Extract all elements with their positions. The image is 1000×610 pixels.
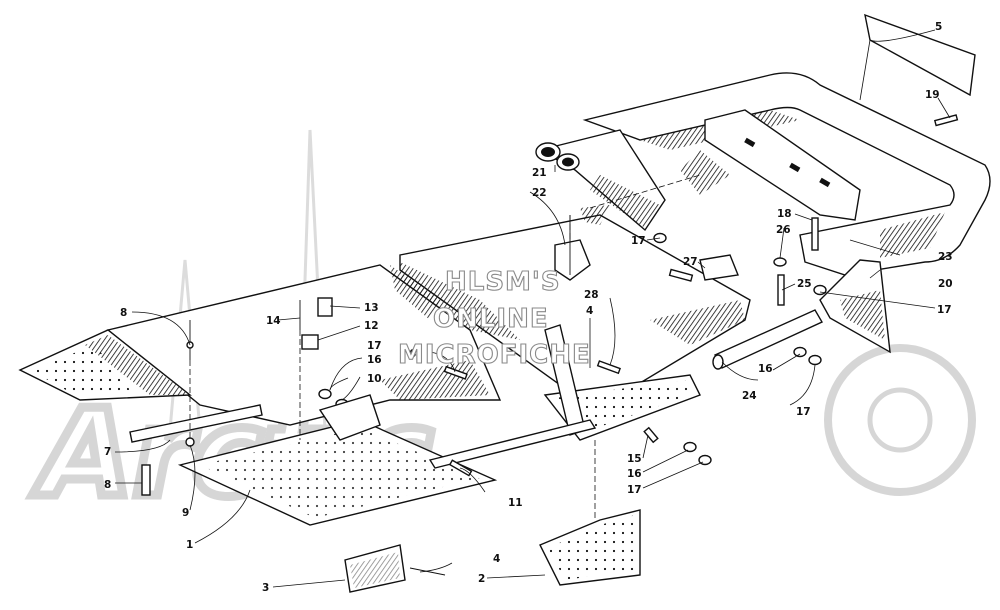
watermark-line: MICROFICHE bbox=[398, 340, 591, 370]
callout-label: 19 bbox=[925, 89, 940, 101]
pad-5 bbox=[864, 13, 976, 97]
callout-label: 13 bbox=[364, 302, 379, 314]
callout-label: 27 bbox=[683, 256, 698, 268]
bracket-2 bbox=[539, 509, 641, 586]
callout-label: 17 bbox=[937, 304, 952, 316]
callout-label: 26 bbox=[776, 224, 791, 236]
callout-label: 24 bbox=[742, 390, 757, 402]
callout-label: 8 bbox=[120, 307, 127, 319]
floor-board bbox=[177, 419, 498, 526]
callout-label: 16 bbox=[627, 468, 642, 480]
callout-label: 2 bbox=[478, 573, 485, 585]
plate-3 bbox=[344, 544, 406, 593]
tube-24 bbox=[712, 309, 823, 370]
callout-label: 25 bbox=[797, 278, 812, 290]
callout-label: 23 bbox=[938, 251, 953, 263]
cross-tube bbox=[535, 129, 666, 232]
callout-label: 28 bbox=[584, 289, 599, 301]
rod-11 bbox=[428, 419, 597, 469]
callout-label: 8 bbox=[104, 479, 111, 491]
running-board-left bbox=[18, 329, 192, 401]
callout-label: 10 bbox=[367, 373, 382, 385]
callout-label: 4 bbox=[493, 553, 500, 565]
callout-label: 7 bbox=[104, 446, 111, 458]
callout-label: 4 bbox=[586, 305, 593, 317]
watermark-line: ONLINE bbox=[433, 304, 549, 334]
watermark-line: HLSM'S bbox=[445, 267, 561, 297]
callout-label: 20 bbox=[938, 278, 953, 290]
callout-label: 17 bbox=[627, 484, 642, 496]
callout-label: 22 bbox=[532, 187, 547, 199]
callout-label: 21 bbox=[532, 167, 547, 179]
rear-flap bbox=[819, 259, 891, 354]
tunnel-rear bbox=[399, 205, 751, 411]
watermark-text: HLSM'S ONLINE MICROFICHE bbox=[397, 266, 591, 370]
callout-label: 3 bbox=[262, 582, 269, 594]
callout-label: 17 bbox=[631, 235, 646, 247]
callout-label: 14 bbox=[266, 315, 281, 327]
callout-label: 1 bbox=[186, 539, 193, 551]
callout-label: 16 bbox=[758, 363, 773, 375]
callout-label: 12 bbox=[364, 320, 379, 332]
callout-label: 16 bbox=[367, 354, 382, 366]
callout-label: 5 bbox=[935, 21, 942, 33]
callout-label: 17 bbox=[796, 406, 811, 418]
callouts: 1 2 3 4 4 5 6 7 8 8 9 10 11 12 13 14 15 … bbox=[104, 21, 953, 594]
callout-label: 17 bbox=[367, 340, 382, 352]
leader-lines bbox=[114, 29, 951, 588]
callout-label: 6 bbox=[409, 348, 416, 360]
callout-label: 11 bbox=[508, 497, 523, 509]
bracket-plate bbox=[704, 109, 861, 221]
side-rail bbox=[129, 404, 263, 443]
callout-label: 18 bbox=[777, 208, 792, 220]
callout-label: 9 bbox=[182, 507, 189, 519]
callout-label: 15 bbox=[627, 453, 642, 465]
